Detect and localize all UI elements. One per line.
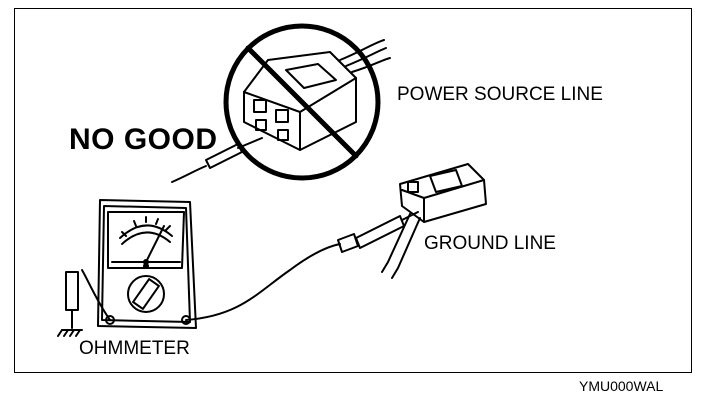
no-good-label: NO GOOD — [69, 123, 218, 156]
ohmmeter-icon — [97, 199, 197, 329]
test-lead-wire — [185, 243, 341, 321]
power-connector-icon — [243, 39, 391, 151]
ground-symbol-icon — [57, 329, 83, 337]
ground-connector-icon — [381, 163, 487, 279]
prohibition-icon — [223, 23, 381, 181]
ground-probe-icon — [65, 269, 111, 329]
diagram-frame — [14, 8, 692, 373]
probe-icon-2 — [337, 211, 419, 253]
power-source-line-label: POWER SOURCE LINE — [397, 84, 603, 105]
ground-line-label: GROUND LINE — [424, 233, 556, 254]
figure-code: YMU000WAL — [579, 378, 664, 394]
ohmmeter-label: OHMMETER — [79, 338, 190, 359]
